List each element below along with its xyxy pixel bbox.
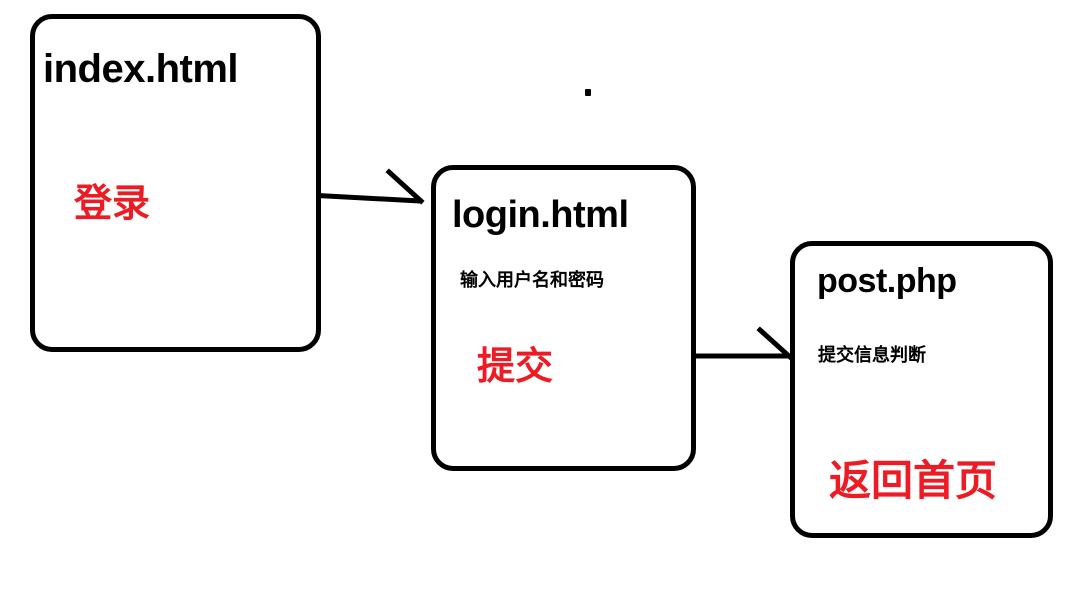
node-title-index: index.html [43,47,239,91]
node-box-post[interactable] [790,241,1053,538]
node-box-login[interactable] [431,165,696,471]
node-action-label-login: 提交 [477,344,554,388]
edge-index-to-login-arrowhead [385,168,425,205]
node-title-login: login.html [452,194,629,236]
node-description-post: 提交信息判断 [818,345,926,366]
node-description-login: 输入用户名和密码 [460,270,604,291]
edge-login-to-post-arrowhead [756,326,794,361]
node-action-label-post: 返回首页 [829,456,998,505]
node-action-label-index: 登录 [74,181,151,225]
node-title-post: post.php [817,262,957,300]
stray-dot-mark [585,89,591,96]
node-box-index[interactable] [30,14,321,352]
